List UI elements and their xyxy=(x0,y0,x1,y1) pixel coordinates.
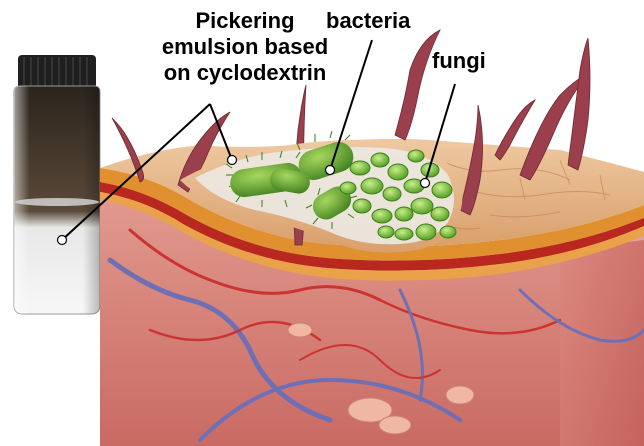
label-pickering-line1: Pickering xyxy=(160,8,330,34)
label-bacteria: bacteria xyxy=(326,8,410,34)
hair-7 xyxy=(568,38,590,170)
vial-cap xyxy=(18,55,96,89)
label-pickering-emulsion: Pickering emulsion based on cyclodextrin xyxy=(160,8,330,86)
hair-4 xyxy=(395,30,440,140)
vial-interface xyxy=(15,198,99,206)
label-fungi: fungi xyxy=(432,48,486,74)
vial xyxy=(14,55,100,314)
label-pickering-line2: emulsion based xyxy=(160,34,330,60)
label-pickering-line3: on cyclodextrin xyxy=(160,60,330,86)
